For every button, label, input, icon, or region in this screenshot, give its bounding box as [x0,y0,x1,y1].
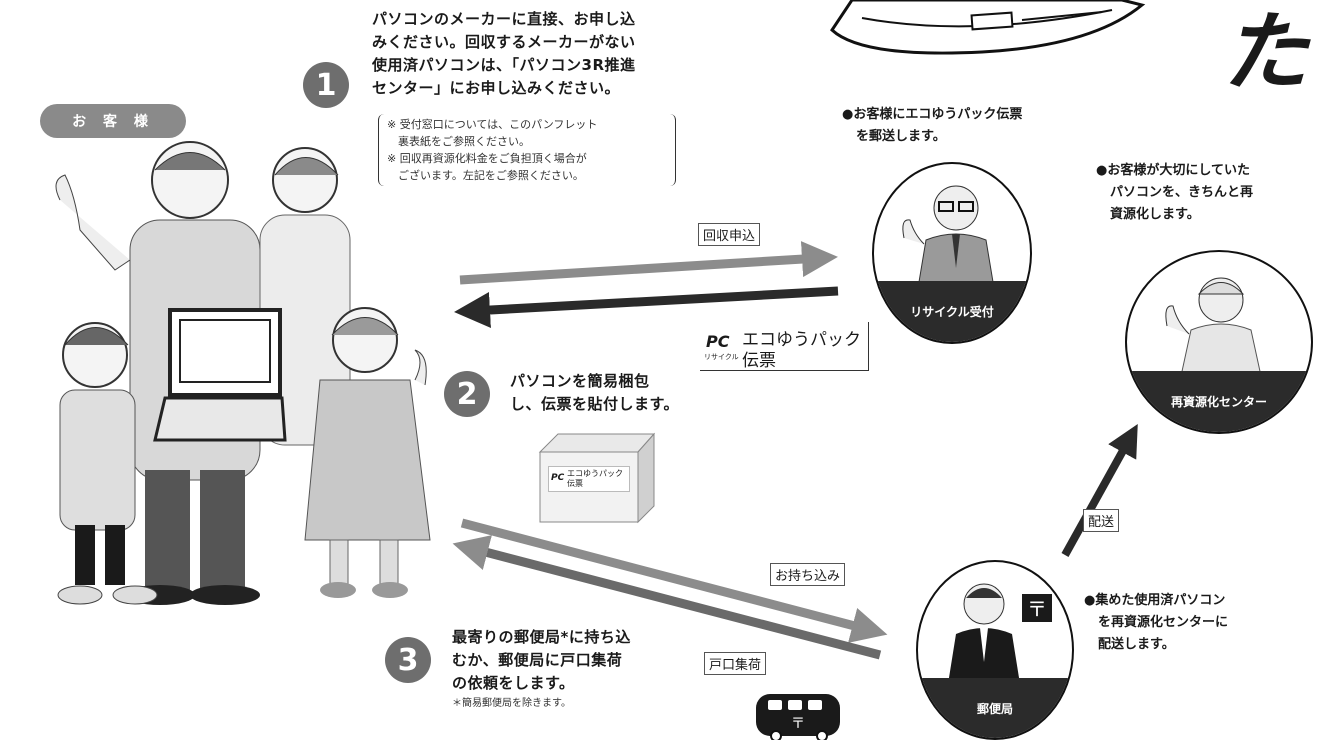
center-description: ●お客様が大切にしていた パソコンを、きちんと再 資源化します。 [1096,160,1318,226]
header-char: た [1222,3,1308,103]
step-1-note: 裏表紙をご参照ください。 [387,135,530,148]
post-description: ●集めた使用済パソコン を再資源化センターに 配送します。 [1084,590,1318,656]
step-3-line: の依頼をします。 [452,674,575,692]
box-label: PC エコゆうパック 伝票 [548,466,630,492]
reception-band: リサイクル受付 [874,281,1030,342]
reception-description: ●お客様にエコゆうパック伝票 を郵送します。 [842,104,1102,148]
step-2-line: パソコンを簡易梱包 [510,372,650,390]
step-3-line: 最寄りの郵便局*に持ち込 [452,628,631,646]
post-desc-line: 配送します。 [1098,637,1175,652]
arrow-slip-mail [454,286,839,328]
step-2-badge: 2 [444,371,490,417]
step-3-text: 最寄りの郵便局*に持ち込 むか、郵便局に戸口集荷 の依頼をします。 [452,626,672,695]
label-application: 回収申込 [698,223,761,246]
box-label-logo: PC [551,473,565,483]
reception-desc-line: を郵送します。 [856,129,946,144]
arrow-pickup [452,535,882,660]
keyboard-illustration [830,0,1146,55]
post-truck-icon: 〒 [756,694,840,740]
pc-recycle-logo-sub: リサイクル [704,353,739,361]
step-1-line: みください。回収するメーカーがない [372,33,636,51]
label-delivery: 配送 [1083,509,1120,532]
slip-line2: 伝票 [742,351,776,371]
post-staff-icon: 〒 [948,583,1052,684]
arrow-application [459,241,838,285]
svg-text:〒: 〒 [791,716,805,732]
step-1-badge: 1 [303,62,349,108]
step-2-text: パソコンを簡易梱包 し、伝票を貼付します。 [510,370,710,416]
post-desc-line: を再資源化センターに [1098,615,1229,630]
step-1-note: ※ 回収再資源化料金をご負担頂く場合が [387,152,587,165]
step-1-line: パソコンのメーカーに直接、お申し込 [372,10,636,28]
post-office-circle: 〒 郵便局 [916,560,1074,740]
step-1-text: パソコンのメーカーに直接、お申し込 みください。回収するメーカーがない 使用済パ… [372,8,712,100]
step-1-note: ございます。左記をご参照ください。 [387,169,584,182]
step-1-line: センター」にお申し込みください。 [372,79,621,97]
step-3-note: ＊簡易郵便局を除きます。 [452,698,571,709]
arrow-delivery [1061,424,1138,557]
svg-text:〒: 〒 [1027,597,1047,621]
recycling-center-circle: 再資源化センター [1125,250,1313,434]
customer-label: お 客 様 [40,104,186,138]
label-pickup: 戸口集荷 [704,652,767,675]
pc-recycle-logo: PC [706,332,730,351]
box-label-line2: 伝票 [567,479,583,488]
step-1-line: 使用済パソコンは、「パソコン3R推進 [372,56,636,74]
family-illustration [55,141,431,605]
step-1-notes: ※ 受付窓口については、このパンフレット 裏表紙をご参照ください。 ※ 回収再資… [378,114,676,186]
slip-line1: エコゆうパック [742,330,861,350]
reception-staff-icon [902,185,995,288]
eco-yupack-slip: PC リサイクル エコゆうパック 伝票 [700,322,869,371]
post-band: 郵便局 [918,678,1072,738]
arrow-carry-in [460,518,888,643]
step-1-note: ※ 受付窓口については、このパンフレット [387,118,598,131]
recycle-reception-circle: リサイクル受付 [872,162,1032,344]
center-band: 再資源化センター [1127,370,1311,432]
center-desc-line: ●お客様が大切にしていた [1096,163,1250,178]
post-desc-line: ●集めた使用済パソコン [1084,593,1226,608]
center-desc-line: パソコンを、きちんと再 [1110,185,1254,200]
step-2-line: し、伝票を貼付します。 [510,395,680,413]
box-label-line1: エコゆうパック [567,469,623,478]
center-staff-icon [1165,277,1262,376]
step-3-badge: 3 [385,637,431,683]
label-carry-in: お持ち込み [770,563,846,586]
center-desc-line: 資源化します。 [1110,207,1200,222]
step-3-line: むか、郵便局に戸口集荷 [452,651,623,669]
reception-desc-line: ●お客様にエコゆうパック伝票 [842,107,1023,122]
